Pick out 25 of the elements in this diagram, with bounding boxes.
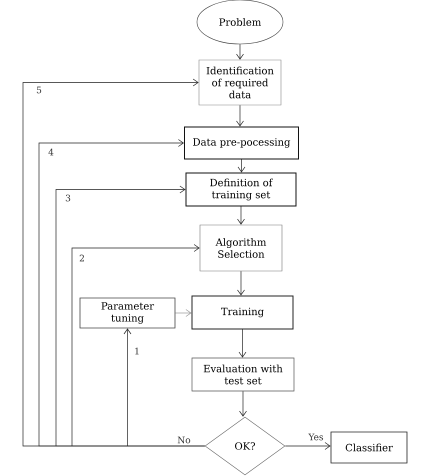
arrow <box>239 391 247 417</box>
process-box: Training <box>192 296 294 330</box>
process-box: Evaluation with test set <box>192 358 294 392</box>
arrow <box>238 159 246 172</box>
process-box: Data pre-pocessing <box>184 126 299 160</box>
edge-label: 2 <box>80 254 84 262</box>
arrow <box>236 104 244 126</box>
arrow <box>175 309 192 317</box>
arrow <box>237 270 245 296</box>
edge-label: 1 <box>135 348 139 354</box>
process-box: Definition of training set <box>186 172 296 206</box>
edge-label: 5 <box>36 86 42 94</box>
output-box: Classifier <box>330 432 408 464</box>
process-box: Parameter tuning <box>80 298 176 328</box>
arrow <box>237 206 245 225</box>
edge-label: Yes <box>308 434 324 440</box>
arrow <box>236 44 244 60</box>
text-label: No <box>178 436 190 444</box>
arrow <box>284 442 331 450</box>
process-box: Identification of required data <box>198 60 282 106</box>
edge-label: 3 <box>66 194 70 202</box>
process-box: Algorithm Selection <box>200 224 282 272</box>
arrow <box>238 329 246 358</box>
arrow <box>22 78 206 446</box>
edge-label: 4 <box>48 148 54 156</box>
